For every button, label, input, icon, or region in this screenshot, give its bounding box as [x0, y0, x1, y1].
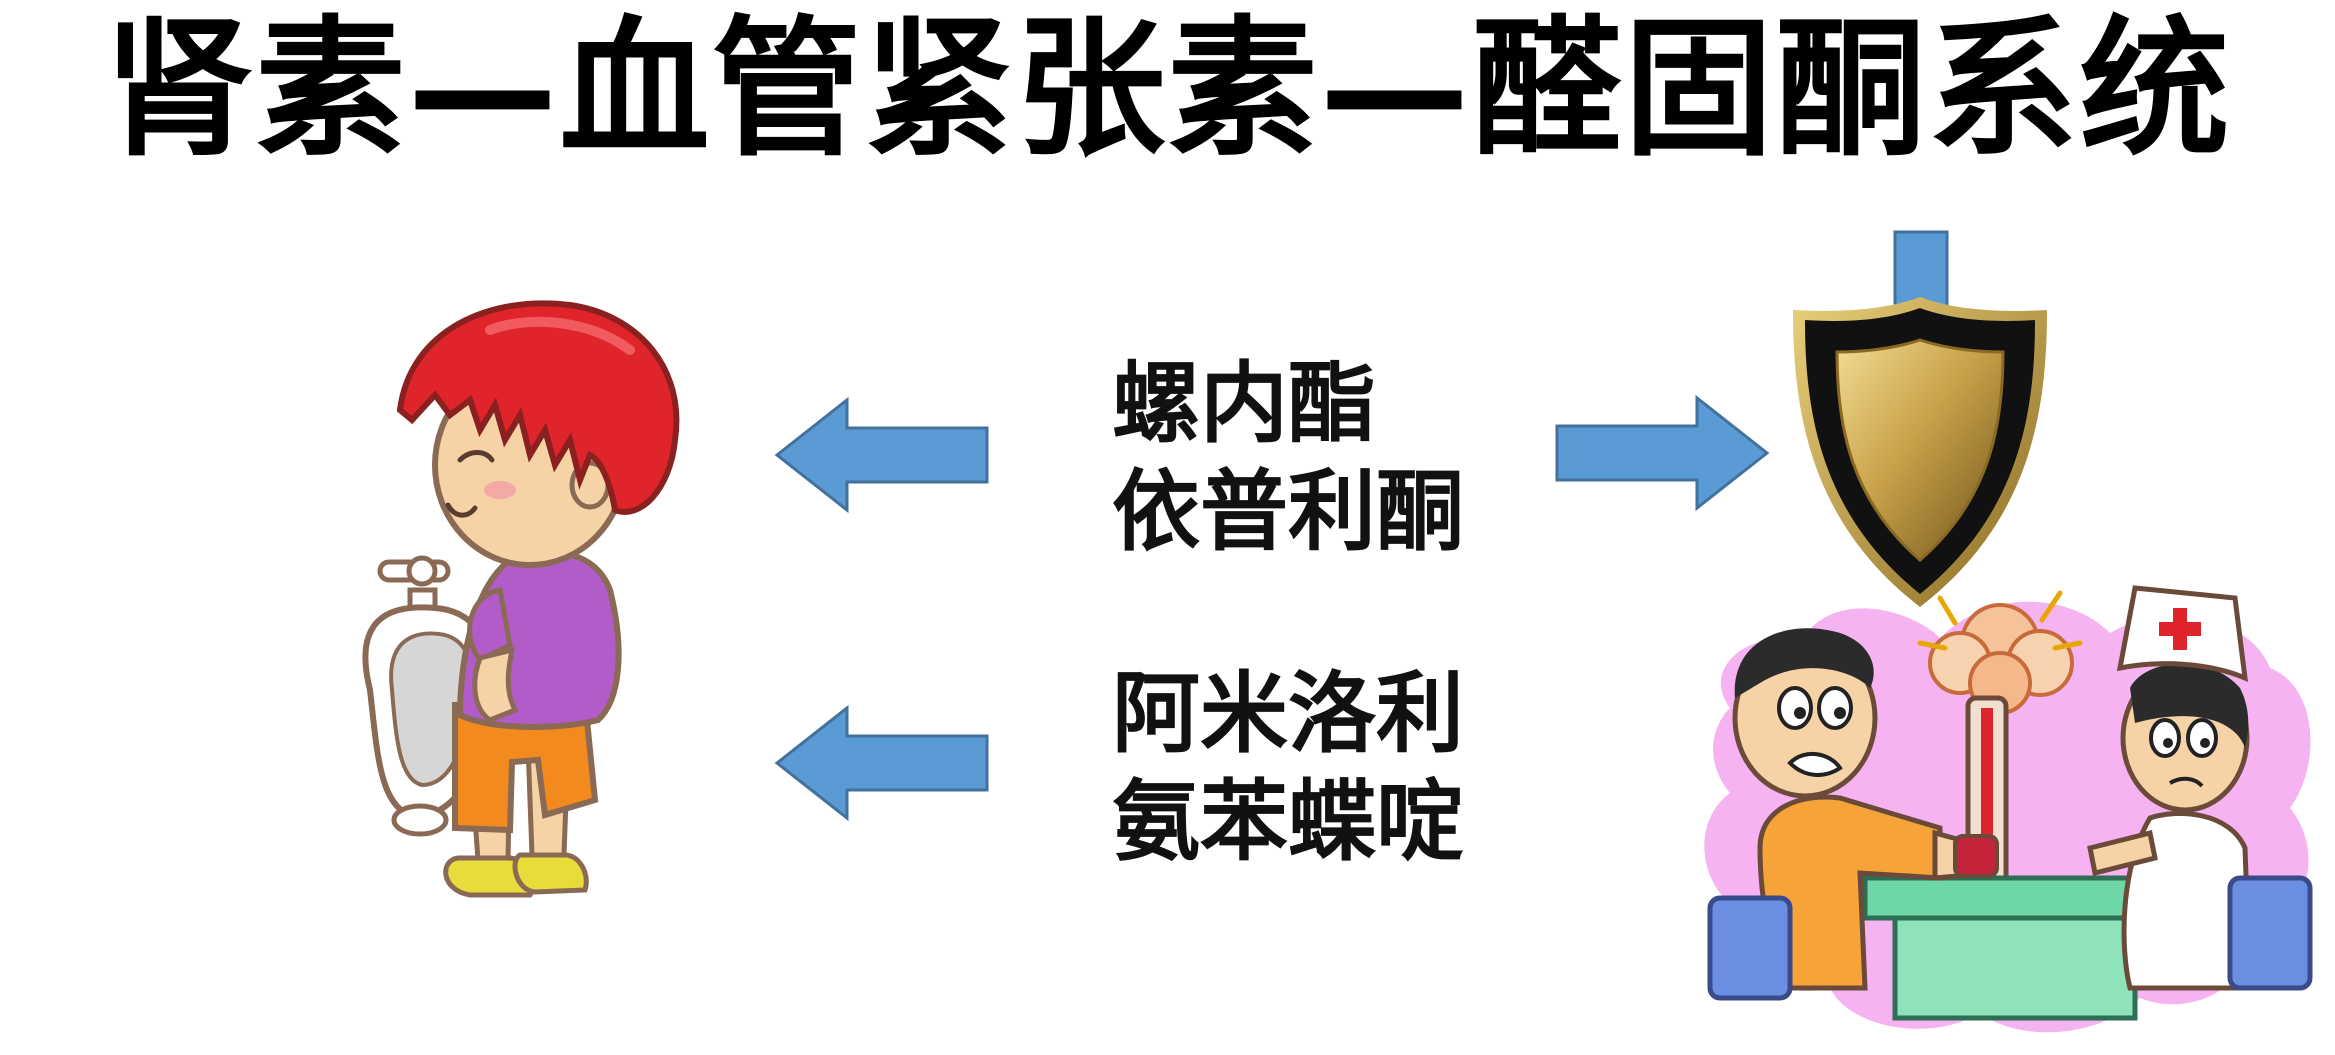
drug-name: 依普利酮: [1112, 460, 1465, 563]
drug-name: 氨苯蝶啶: [1112, 770, 1465, 873]
drug-name: 阿米洛利: [1112, 662, 1465, 765]
gold-shield-icon: [1793, 297, 2047, 607]
patient: [1707, 628, 1999, 1001]
page-title: 肾素—血管紧张素—醛固酮系统: [103, 3, 2232, 177]
arrow-left-bottom: [774, 704, 989, 822]
arrow-right-top: [1555, 394, 1770, 512]
drug-list-aldosterone-antagonists: 螺内酯 依普利酮: [1112, 350, 1464, 566]
nurse: [2087, 585, 2313, 991]
boy-at-urinal-illustration: [362, 300, 680, 898]
drug-list-enac-blockers: 阿米洛利 氨苯蝶啶: [1112, 660, 1464, 876]
arrow-left-top: [774, 396, 989, 514]
drug-name: 螺内酯: [1112, 352, 1377, 455]
pressure-burst: [1917, 590, 2083, 715]
blood-pressure-measurement-illustration: [1704, 585, 2313, 1033]
